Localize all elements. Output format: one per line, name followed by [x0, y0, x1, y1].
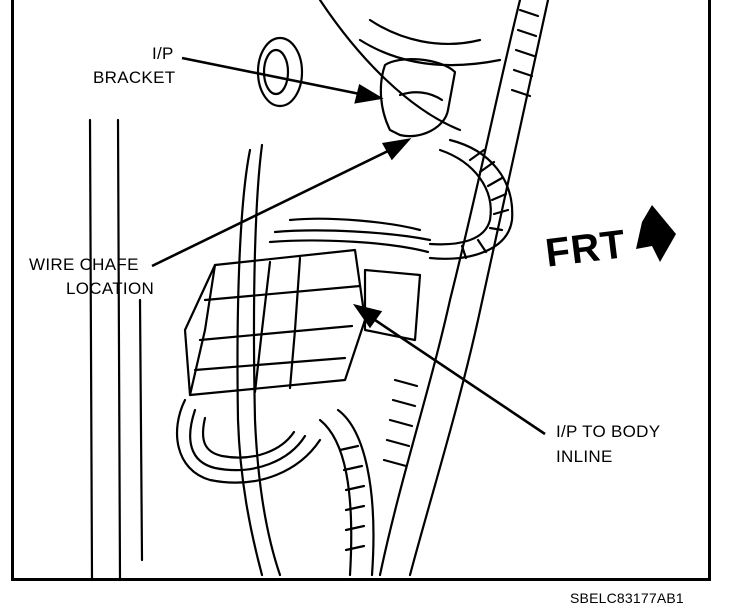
- harness-stripes: [460, 148, 510, 260]
- arrowhead-inline: [352, 303, 383, 329]
- leader-inline: [371, 316, 546, 436]
- grommet: [262, 48, 290, 96]
- label-wire-chafe-line2: LOCATION: [66, 279, 155, 298]
- wire-bundle: [268, 239, 430, 254]
- lower-harness: [318, 418, 353, 577]
- arrowhead-ip-bracket: [354, 83, 384, 104]
- inline-connector: [288, 256, 302, 390]
- wire-bundle: [288, 217, 422, 232]
- wire-bundle: [273, 229, 432, 242]
- harness: [428, 138, 514, 260]
- leader-ip-bracket: [181, 56, 361, 96]
- vertical-trim: [88, 118, 94, 582]
- harness-stripes: [338, 444, 366, 552]
- connector-body: [363, 268, 422, 342]
- body-panel-contour: [252, 143, 282, 577]
- vertical-trim: [138, 298, 144, 562]
- ip-bracket: [379, 58, 457, 138]
- vertical-trim: [116, 118, 122, 582]
- inline-connector: [188, 263, 217, 397]
- inline-connector: [203, 284, 362, 302]
- body-panel-contour: [236, 148, 264, 577]
- label-inline-line2: INLINE: [556, 447, 613, 466]
- label-ip-bracket-line1: I/P: [152, 44, 174, 63]
- lower-harness: [336, 408, 375, 577]
- inline-connector: [193, 356, 347, 372]
- harness: [358, 38, 502, 67]
- harness-stripes: [382, 378, 419, 468]
- harness: [368, 18, 482, 46]
- ip-bracket: [398, 91, 444, 102]
- lower-harness: [189, 408, 307, 472]
- lower-harness: [201, 416, 296, 459]
- a-pillar-edge: [378, 0, 522, 577]
- grommet: [256, 36, 304, 108]
- lower-harness: [175, 398, 322, 484]
- label-ip-bracket-line2: BRACKET: [93, 68, 176, 87]
- label-wire-chafe-line1: WIRE CHAFE: [29, 255, 139, 274]
- figure-frame: [11, 0, 711, 581]
- label-inline-line1: I/P TO BODY: [556, 422, 661, 441]
- harness: [428, 148, 492, 246]
- harness-stripes: [510, 8, 540, 98]
- leader-wire-chafe: [151, 148, 391, 268]
- front-arrow-icon: [636, 205, 676, 262]
- inline-connector: [183, 248, 367, 397]
- inline-connector: [253, 260, 272, 394]
- inline-connector: [198, 324, 354, 342]
- a-pillar-edge: [408, 0, 550, 577]
- arrowhead-wire-chafe: [381, 138, 412, 161]
- figure-code: SBELC83177AB1: [570, 590, 684, 606]
